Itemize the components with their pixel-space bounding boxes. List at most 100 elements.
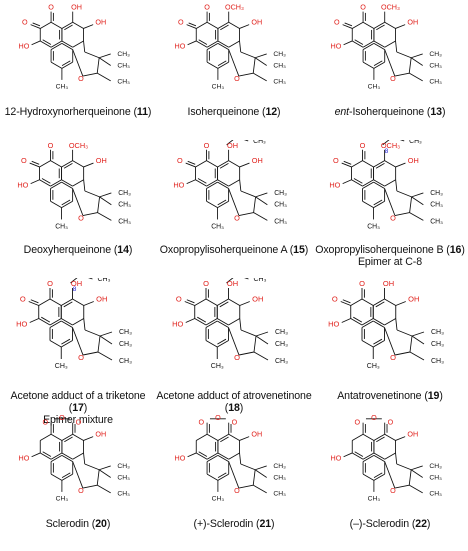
hydroxyl-label: OH <box>251 430 262 439</box>
skeleton <box>28 278 113 361</box>
methyl-label: CH₃ <box>118 190 131 197</box>
methyl-label: CH₃ <box>273 474 286 481</box>
carbonyl-oxygen-label: O <box>388 418 394 427</box>
methyl-label: CH₃ <box>273 491 286 498</box>
ring-oxygen-label: O <box>215 414 221 422</box>
compound-name: Isoherqueinone <box>187 106 260 118</box>
hydroxyl-label: OH <box>251 18 262 27</box>
compound-note: Epimer at C-8 <box>357 256 423 268</box>
methyl-label: CH₃ <box>274 190 287 197</box>
caption-line: ent-Isoherqueinone (13) <box>334 106 446 118</box>
hydroxyl-label: HO <box>328 320 339 329</box>
carbonyl-oxygen-label: O <box>203 279 209 288</box>
furan-oxygen-label: O <box>390 486 396 495</box>
hydroxyl-label: OH <box>408 156 419 165</box>
methyl-label: CH₃ <box>274 218 287 225</box>
hydroxyl-label: HO <box>172 320 183 329</box>
carbonyl-oxygen-label: O <box>22 18 28 27</box>
aryl-methyl-label: CH₃ <box>212 496 225 503</box>
carbonyl-oxygen-label: O <box>204 141 210 150</box>
compound-number: 11 <box>136 106 148 118</box>
methyl-label: CH₃ <box>275 341 288 348</box>
compound-number: 19 <box>427 390 440 402</box>
hydroxyl-label: OH <box>252 156 263 165</box>
compound-number: 18 <box>228 402 240 414</box>
methoxy-label: OCH₃ <box>381 3 400 12</box>
compound-name: Sclerodin <box>45 518 89 530</box>
compound-name: Oxopropylisoherqueinone B <box>315 244 444 256</box>
aryl-methyl-label: CH₃ <box>56 496 69 503</box>
carbonyl-oxygen-label: O <box>204 3 210 12</box>
compound-number: 17 <box>72 402 84 414</box>
methyl-label: CH₃ <box>273 79 286 86</box>
compound-name: -Isoherqueinone <box>349 106 425 118</box>
hydroxyl-label: OH <box>383 279 394 288</box>
hydroxyl-label: HO <box>330 42 341 51</box>
skeleton <box>187 418 267 494</box>
compound-cell: OCH₃CH₃CH₃CH₃HOOOHOOHOCH₃8Acetone adduct… <box>0 278 156 426</box>
methyl-label: CH₃ <box>430 218 443 225</box>
compound-name: Deoxyherqueinone <box>23 244 112 256</box>
methyl-label: CH₃ <box>431 358 444 365</box>
hydroxyl-label: HO <box>173 181 184 190</box>
aryl-methyl-label: CH₃ <box>368 496 381 503</box>
compound-caption: (+)-Sclerodin (21) <box>156 518 312 530</box>
furan-oxygen-label: O <box>78 74 84 83</box>
methyl-label: CH₃ <box>118 202 131 209</box>
carbonyl-oxygen-label: O <box>178 18 184 27</box>
structure-drawing: OCH₃CH₃CH₃CH₃HOOOCH₃OOHOCH₃8 <box>329 140 443 230</box>
caption-line: Isoherqueinone (12) <box>187 106 281 118</box>
hydroxyl-label: HO <box>18 42 29 51</box>
hydroxyl-label: HO <box>16 320 27 329</box>
hydroxyl-label: OH <box>407 430 418 439</box>
methyl-label: CH₃ <box>409 140 422 145</box>
furan-oxygen-label: O <box>390 74 396 83</box>
methyl-label: CH₃ <box>273 463 286 470</box>
furan-oxygen-label: O <box>78 353 84 362</box>
caption-line: Antatrovenetinone (19) <box>337 390 443 402</box>
compound-caption: (–)-Sclerodin (22) <box>312 518 468 530</box>
carbonyl-oxygen-label: O <box>355 418 361 427</box>
compound-cell: OCH₃CH₃CH₃CH₃HOOOHOOHOCH₃Acetone adduct … <box>156 278 312 415</box>
caption-line: 12-Hydroxynorherqueinone (11) <box>4 106 152 118</box>
methyl-label: CH₃ <box>429 62 442 69</box>
caption-line: Deoxyherqueinone (14) <box>23 244 133 256</box>
compound-number: 14 <box>117 244 129 256</box>
hydroxyl-label: HO <box>17 181 28 190</box>
hydroxyl-label: OH <box>227 141 238 150</box>
methyl-label: CH₃ <box>119 329 132 336</box>
skeleton <box>341 140 424 221</box>
compound-name: (–)-Sclerodin <box>349 518 410 530</box>
methyl-label: CH₃ <box>274 202 287 209</box>
compound-caption: Antatrovenetinone (19) <box>312 390 468 402</box>
methyl-label: CH₃ <box>254 278 267 283</box>
aryl-methyl-label: CH₃ <box>368 84 381 91</box>
furan-oxygen-label: O <box>234 486 240 495</box>
carbonyl-oxygen-label: O <box>43 418 49 427</box>
methyl-label: CH₃ <box>429 463 442 470</box>
aryl-methyl-label: CH₃ <box>55 363 68 370</box>
methyl-label: CH₃ <box>430 202 443 209</box>
c8-locant-label: 8 <box>385 148 389 155</box>
caption-line: Acetone adduct of atrovenetinone (18) <box>156 390 312 414</box>
caption-line: Sclerodin (20) <box>45 518 111 530</box>
methyl-label: CH₃ <box>119 358 132 365</box>
stereo-prefix: ent <box>334 106 350 118</box>
aryl-methyl-label: CH₃ <box>367 363 380 370</box>
caption-line: Oxopropylisoherqueinone B (16) <box>315 244 465 256</box>
compound-number: 21 <box>259 518 272 530</box>
methyl-label: CH₃ <box>429 79 442 86</box>
compound-number: 20 <box>95 518 107 530</box>
skeleton <box>342 11 423 82</box>
aryl-methyl-label: CH₃ <box>211 363 224 370</box>
compound-name: (+)-Sclerodin <box>193 518 254 530</box>
methyl-label: CH₃ <box>118 218 131 225</box>
aryl-methyl-label: CH₃ <box>211 223 224 230</box>
hydroxyl-label: OH <box>95 430 106 439</box>
skeleton <box>31 418 111 494</box>
